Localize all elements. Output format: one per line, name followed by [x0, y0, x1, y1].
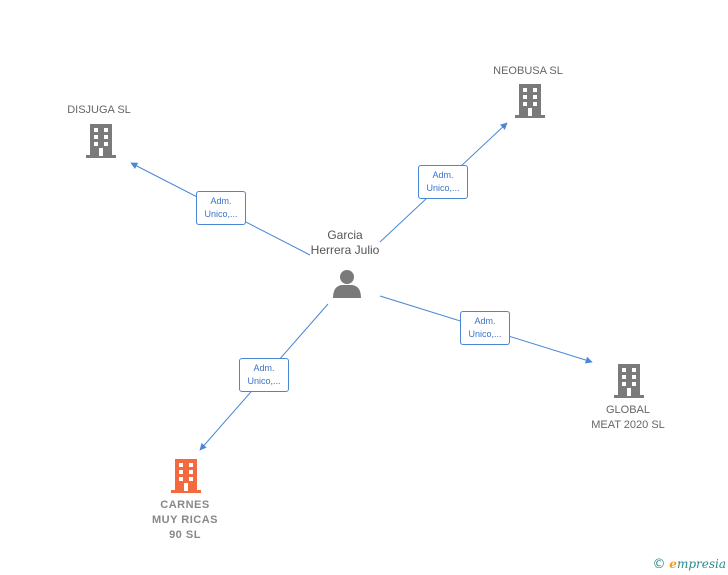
company-name-carnes-line3: 90 SL: [169, 529, 201, 541]
brand-initial: e: [669, 557, 677, 571]
edge-label-carnes[interactable]: Adm. Unico,...: [239, 358, 289, 392]
edge-label-line2: Unico,...: [247, 376, 281, 386]
edge-label-global[interactable]: Adm. Unico,...: [460, 311, 510, 345]
person-icon[interactable]: [332, 268, 362, 298]
company-name-disjuga[interactable]: DISJUGA SL: [67, 104, 131, 116]
building-icon-carnes[interactable]: [171, 459, 201, 493]
company-name-global-line1: GLOBAL: [605, 404, 651, 416]
copyright-icon: ©: [652, 557, 666, 572]
building-icon-global[interactable]: [614, 364, 644, 398]
person-name-line1: Garcia: [327, 228, 363, 242]
company-name-carnes[interactable]: CARNES MUY RICAS 90 SL: [152, 498, 218, 543]
edge-label-line1: Adm.: [474, 316, 496, 326]
company-name-global-line2: MEAT 2020 SL: [591, 419, 665, 431]
brand-name: mpresia: [676, 557, 726, 571]
company-name-carnes-line2: MUY RICAS: [151, 514, 219, 526]
person-name-line2: Herrera Julio: [310, 243, 380, 257]
edge-label-line2: Unico,...: [468, 329, 502, 339]
person-name[interactable]: Garcia Herrera Julio: [311, 228, 380, 258]
edge-label-line1: Adm.: [210, 196, 232, 206]
edge-label-line2: Unico,...: [204, 209, 238, 219]
edge-label-neobusa[interactable]: Adm. Unico,...: [418, 165, 468, 199]
company-name-global[interactable]: GLOBAL MEAT 2020 SL: [591, 403, 665, 433]
edge-label-line2: Unico,...: [426, 183, 460, 193]
footer-brand[interactable]: © empresia: [652, 557, 726, 572]
company-name-carnes-line1: CARNES: [160, 499, 210, 511]
building-icon-disjuga[interactable]: [86, 124, 116, 158]
company-name-neobusa[interactable]: NEOBUSA SL: [493, 65, 563, 77]
edge-label-line1: Adm.: [253, 363, 275, 373]
edge-label-line1: Adm.: [432, 170, 454, 180]
edge-label-disjuga[interactable]: Adm. Unico,...: [196, 191, 246, 225]
building-icon-neobusa[interactable]: [515, 84, 545, 118]
